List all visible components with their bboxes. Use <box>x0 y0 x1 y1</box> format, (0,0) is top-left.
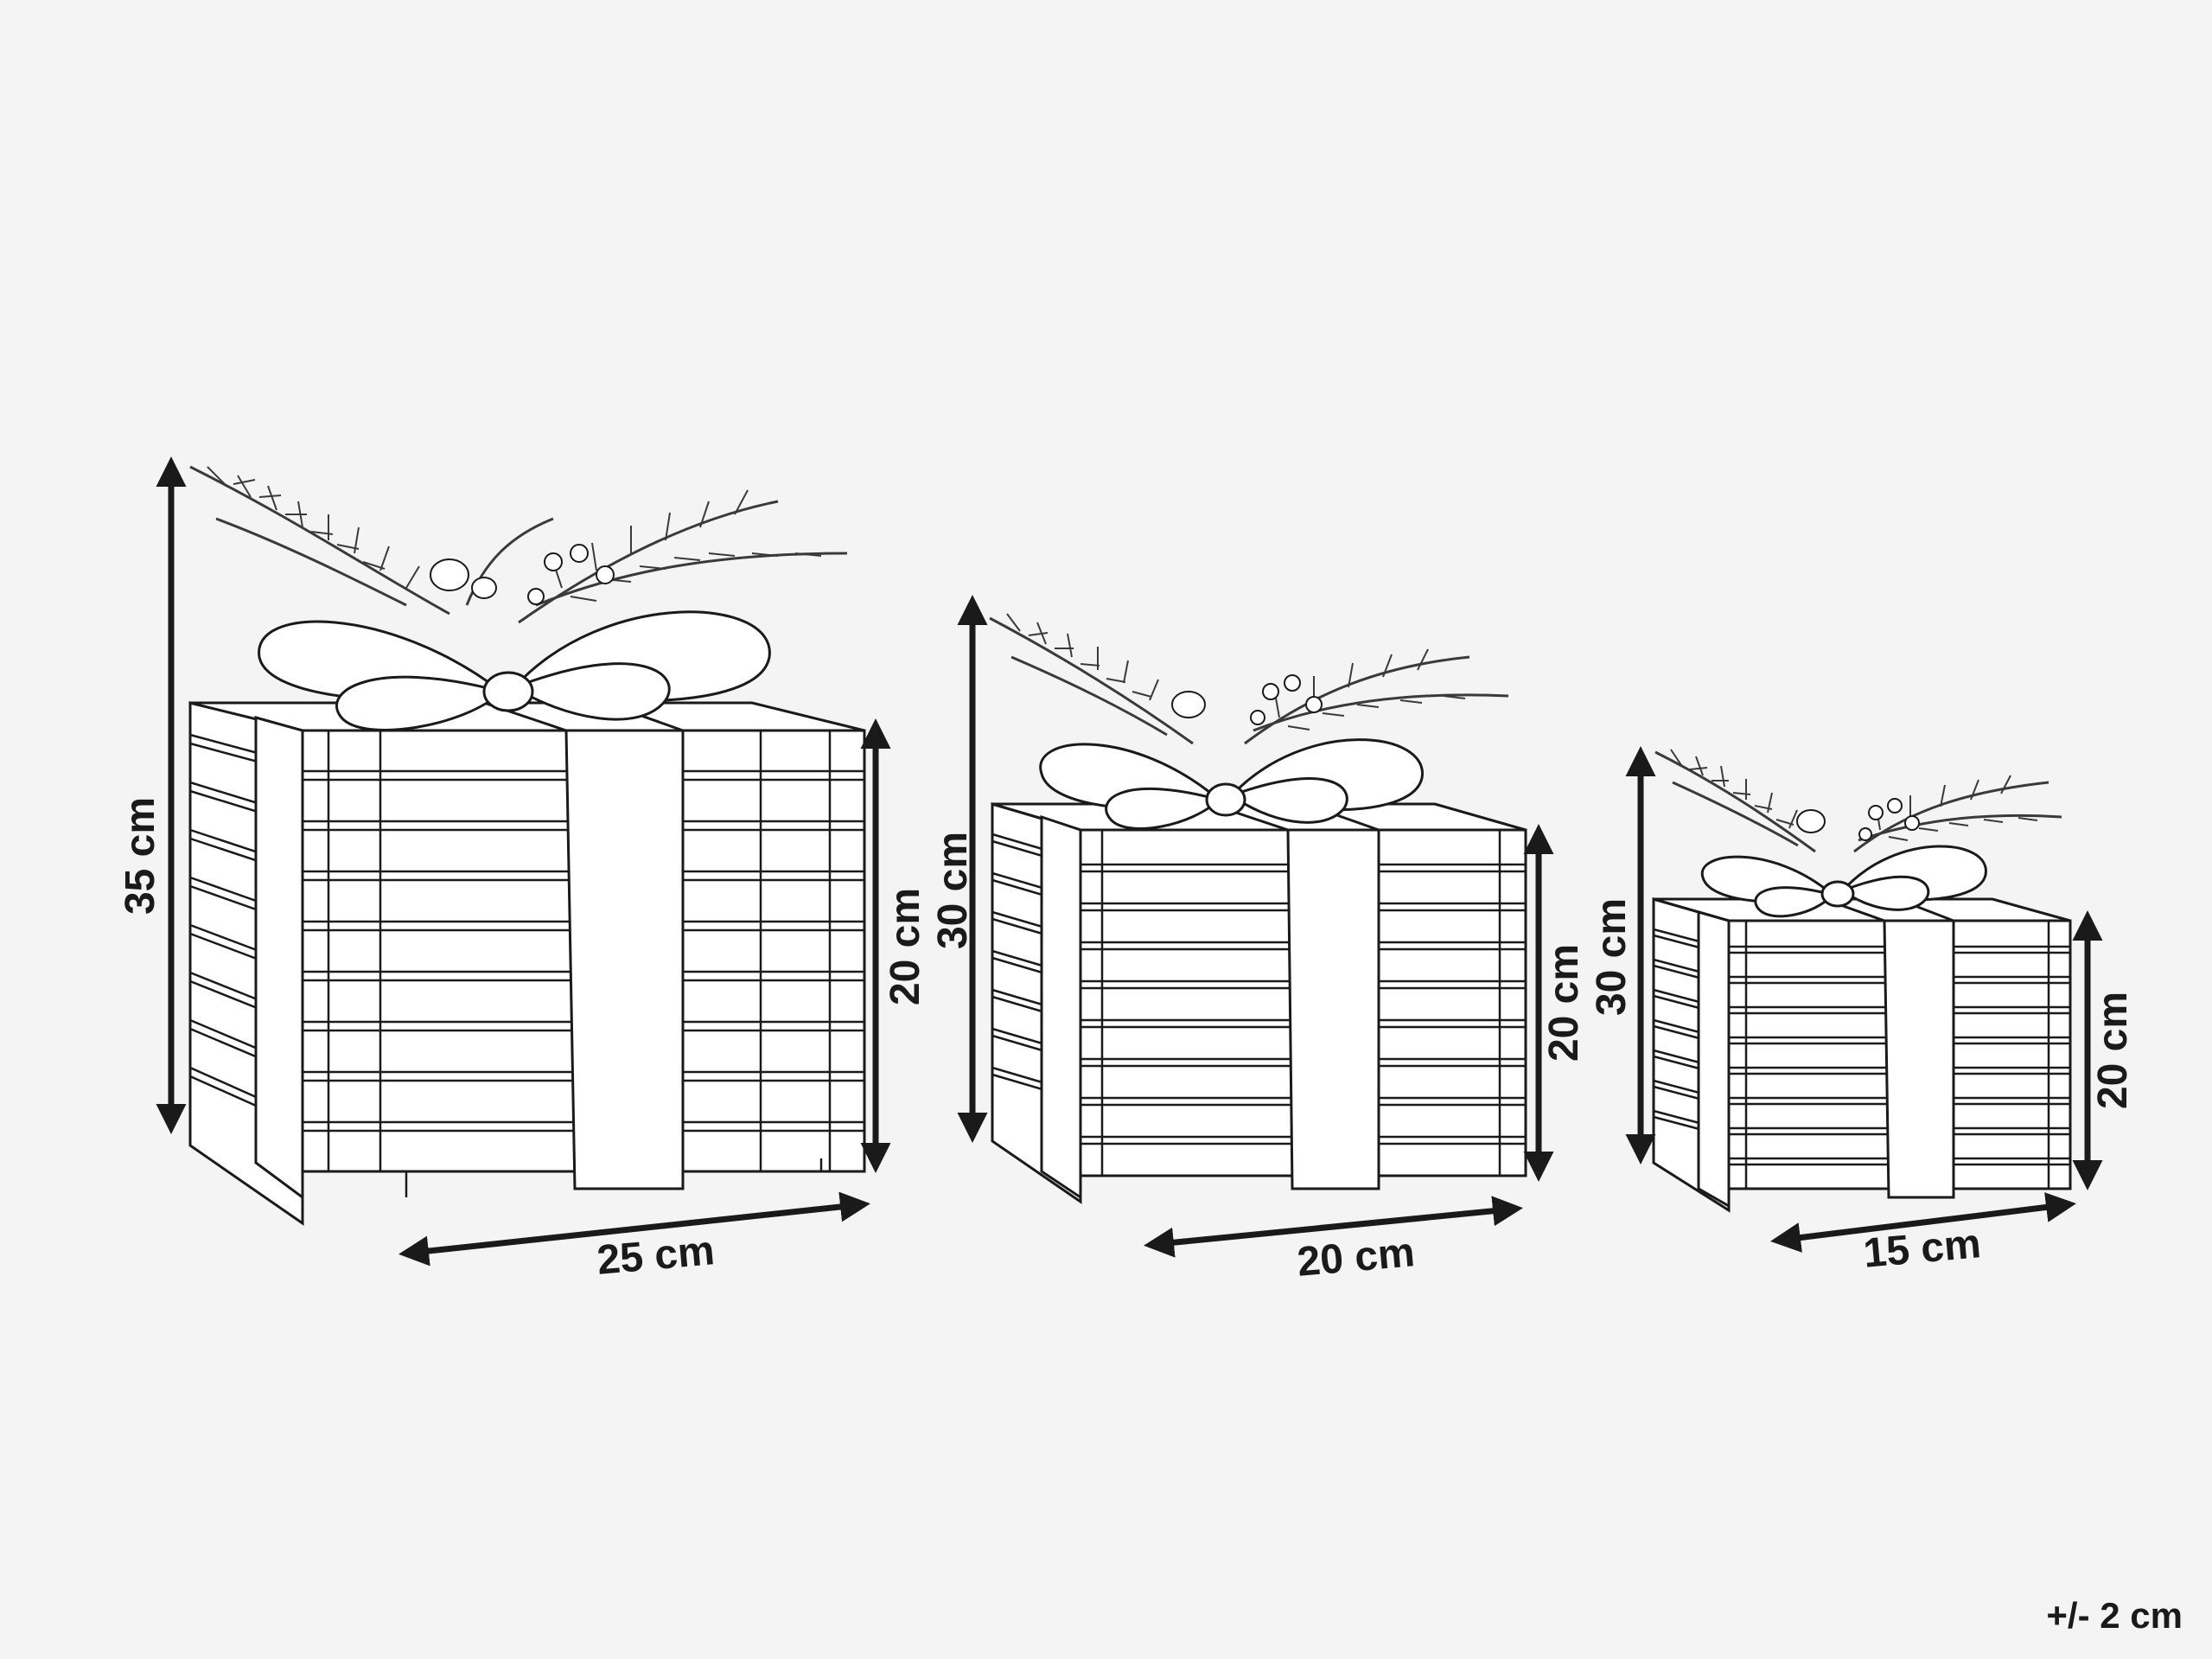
pine-cones <box>1171 674 1323 725</box>
gift-box-medium <box>989 613 1527 1204</box>
large-width-label: 25 cm <box>596 1228 717 1284</box>
small-width-label: 15 cm <box>1862 1221 1983 1277</box>
dimension-labels: 35 cm 20 cm 25 cm 30 cm 20 cm 20 cm 30 c… <box>118 797 2136 1286</box>
small-total-height-label: 30 cm <box>1589 898 1635 1016</box>
bow <box>1039 738 1424 830</box>
medium-width-arrow <box>1144 1196 1523 1258</box>
tolerance-note: +/- 2 cm <box>2046 1595 2183 1636</box>
large-box-height-label: 20 cm <box>883 888 928 1005</box>
pine-cones <box>430 544 615 605</box>
bow <box>258 610 771 731</box>
medium-total-height-label: 30 cm <box>930 832 976 949</box>
gift-box-large <box>188 465 866 1226</box>
small-box-height-label: 20 cm <box>2090 992 2136 1109</box>
pine-foliage <box>989 613 1509 745</box>
bow <box>1700 845 1987 918</box>
medium-width-label: 20 cm <box>1296 1229 1417 1286</box>
dimension-arrows <box>156 456 2103 1267</box>
pine-foliage <box>1654 749 2062 853</box>
pine-cones <box>1796 798 1920 841</box>
pine-foliage <box>189 465 848 624</box>
small-width-arrow <box>1770 1192 2076 1253</box>
large-total-height-label: 35 cm <box>118 797 163 915</box>
ribbon <box>1697 897 1955 1209</box>
large-width-arrow <box>398 1191 870 1267</box>
medium-box-height-label: 20 cm <box>1541 944 1587 1062</box>
gift-box-small <box>1652 749 2072 1213</box>
ribbon <box>1040 802 1380 1200</box>
